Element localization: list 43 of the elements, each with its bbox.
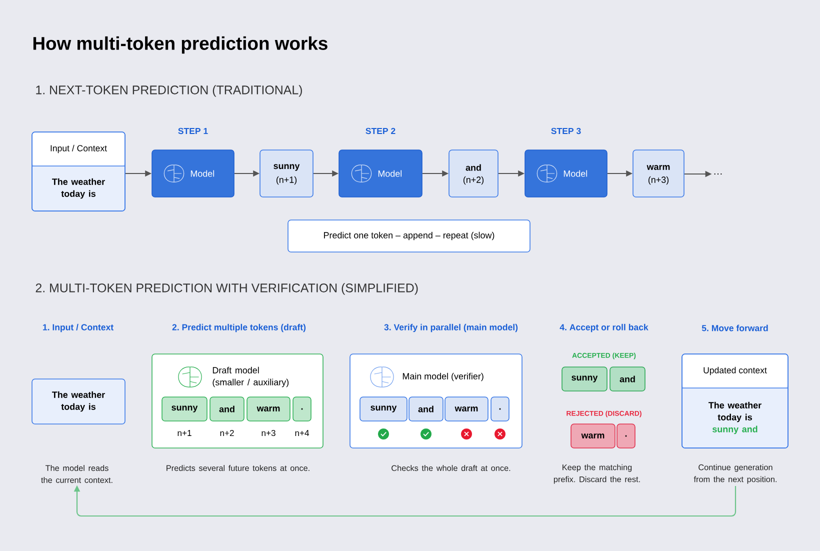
section-heading: 1. NEXT-TOKEN PREDICTION (TRADITIONAL) [36,85,302,97]
token-box: . [292,396,312,422]
context-box: Input / Context The weather today is [32,132,126,212]
note-box: Predict one token – append – repeat (slow) [288,220,530,252]
description-text: The model reads the current context. [41,465,112,483]
ellipsis: … [714,173,722,175]
column-heading: 3. Verify in parallel (main model) [384,324,518,332]
token-box: . [490,396,510,422]
description-text: Checks the whole draft at once. [392,465,510,471]
token-box: warm [246,396,290,422]
description-text: Keep the matching prefix. Discard the rest. [554,464,640,484]
position-label: n+4 [295,430,310,436]
position-label: n+2 [220,430,234,436]
token-box: sunny (n+1) [260,150,314,198]
model-box: Model [152,150,234,198]
model-box: Model [338,150,422,198]
section-heading: 2. MULTI-TOKEN PREDICTION WITH VERIFICATION (SIMPLIFIED) [36,283,418,295]
context-box: The weather today is [32,378,126,424]
step-label: STEP 1 [178,128,208,134]
title: How multi-token prediction works [33,36,328,54]
model-box: Model [524,150,608,198]
description-text: Predicts several future tokens at once. [166,465,310,471]
description-text: Continue generation from the next position. [694,464,777,484]
position-label: n+3 [262,430,276,436]
token-box: and [210,396,244,422]
token-box: and (n+2) [448,150,498,198]
step-label: STEP 2 [366,128,396,134]
context-box: Updated context The weather today is sunny and [682,354,788,448]
token-box: warm [444,396,488,422]
token-box: warm [570,424,616,448]
step-label: STEP 3 [551,128,581,134]
token-box: sunny [162,396,208,422]
column-heading: 1. Input / Context [43,324,114,332]
column-heading: 2. Predict multiple tokens (draft) [172,324,306,332]
column-heading: 4. Accept or roll back [560,324,648,332]
token-box: . [616,424,636,448]
token-box: warm (n+3) [632,150,684,198]
column-heading: 5. Move forward [702,324,768,332]
position-label: n+1 [178,430,192,436]
token-box: and [408,396,444,422]
token-box: sunny [562,366,608,392]
token-box: sunny [360,396,408,422]
token-box: and [610,366,646,392]
